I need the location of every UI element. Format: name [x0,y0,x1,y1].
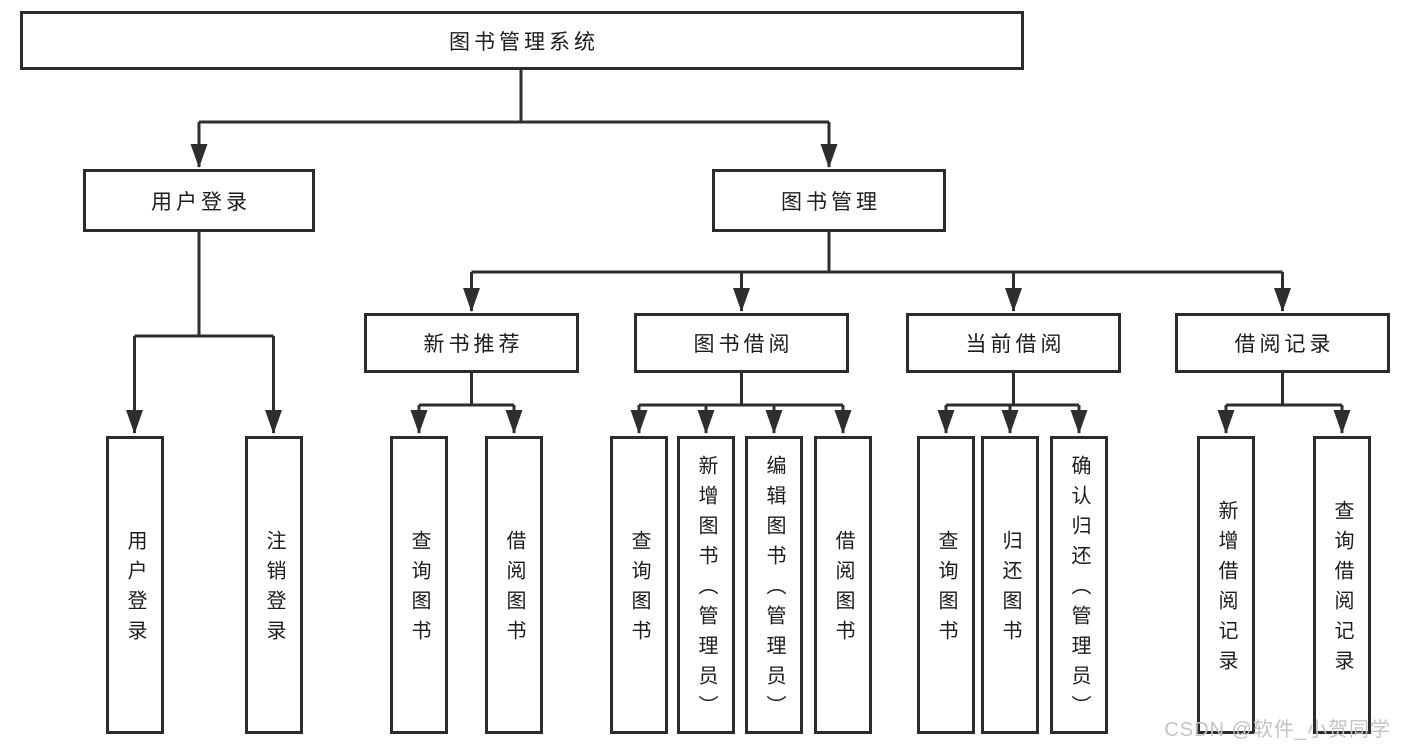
leaf-query-books-current: 查询图书 [917,436,975,734]
node-book-borrow: 图书借阅 [634,313,849,373]
node-user-login: 用户登录 [83,169,315,232]
leaf-return-book-label: 归还图书 [999,530,1021,650]
leaf-add-borrow-record: 新增借阅记录 [1197,436,1255,734]
node-book-borrow-label: 图书借阅 [693,333,794,356]
leaf-query-borrow-record: 查询借阅记录 [1313,436,1371,734]
leaf-query-books-borrow-label: 查询图书 [628,530,650,650]
leaf-logout: 注销登录 [245,436,303,734]
node-current-borrow-label: 当前借阅 [965,333,1066,356]
leaf-borrow-books-recommend: 借阅图书 [485,436,543,734]
leaf-query-borrow-record-label: 查询借阅记录 [1331,500,1353,680]
leaf-user-login-label: 用户登录 [124,530,146,650]
node-user-login-label: 用户登录 [151,190,251,214]
node-root-label: 图书管理系统 [449,30,599,54]
leaf-add-book-admin-label: 新增图书（管理员） [695,455,717,725]
leaf-add-book-admin: 新增图书（管理员） [677,436,735,734]
node-new-book-recommend-label: 新书推荐 [423,333,524,356]
leaf-borrow-books: 借阅图书 [814,436,872,734]
node-borrow-records: 借阅记录 [1175,313,1390,373]
leaf-borrow-books-label: 借阅图书 [832,530,854,650]
leaf-confirm-return-admin: 确认归还（管理员） [1050,436,1108,734]
leaf-add-borrow-record-label: 新增借阅记录 [1215,500,1237,680]
leaf-edit-book-admin-label: 编辑图书（管理员） [763,455,785,725]
node-borrow-records-label: 借阅记录 [1234,333,1335,356]
node-root-system: 图书管理系统 [20,11,1024,70]
csdn-watermark: CSDN @软件_小贺同学 [1164,719,1391,741]
node-book-management-label: 图书管理 [781,190,881,214]
node-current-borrow: 当前借阅 [906,313,1121,373]
leaf-query-books-borrow: 查询图书 [610,436,668,734]
node-book-management: 图书管理 [712,169,946,232]
leaf-user-login: 用户登录 [106,436,164,734]
leaf-query-books-recommend: 查询图书 [390,436,448,734]
leaf-edit-book-admin: 编辑图书（管理员） [745,436,803,734]
leaf-query-books-recommend-label: 查询图书 [408,530,430,650]
leaf-return-book: 归还图书 [981,436,1039,734]
leaf-query-books-current-label: 查询图书 [935,530,957,650]
leaf-logout-label: 注销登录 [263,530,285,650]
node-new-book-recommend: 新书推荐 [364,313,579,373]
leaf-borrow-books-recommend-label: 借阅图书 [503,530,525,650]
leaf-confirm-return-admin-label: 确认归还（管理员） [1068,455,1090,725]
